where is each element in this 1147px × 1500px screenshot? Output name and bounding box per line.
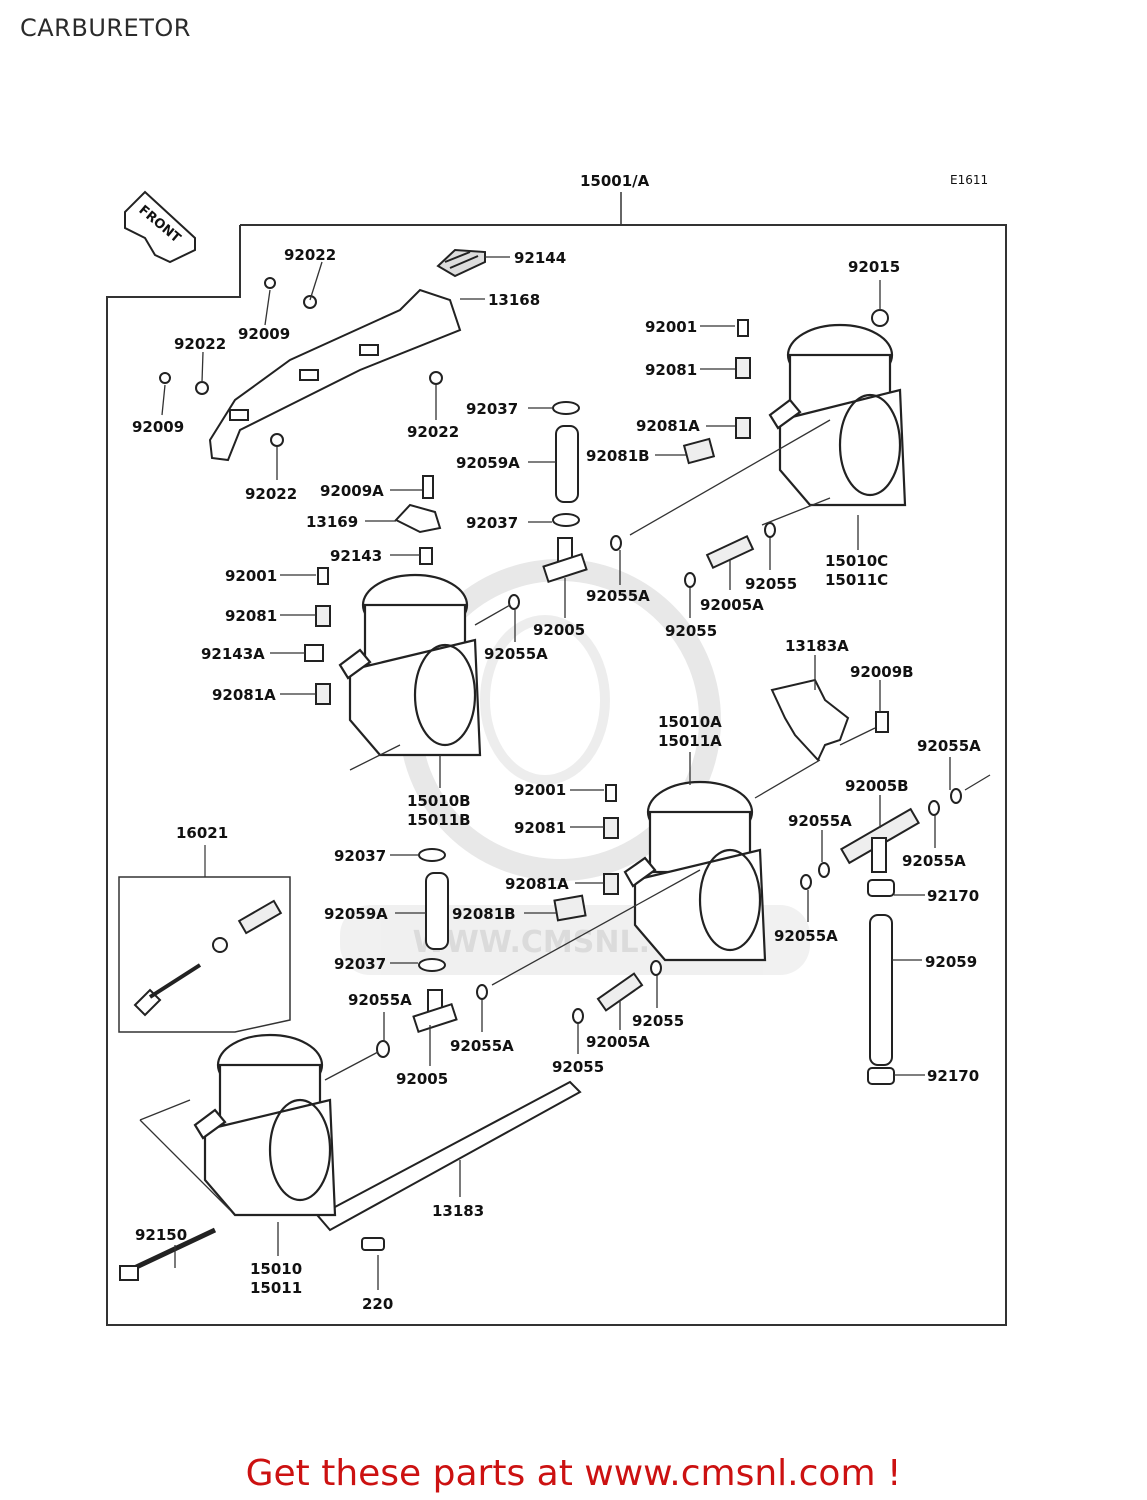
part-label: 92055A xyxy=(484,645,548,663)
part-label: 92055A xyxy=(774,927,838,945)
part-label: 92001 xyxy=(225,567,277,585)
part-label: 15010C xyxy=(825,552,888,570)
part-label: 13183A xyxy=(785,637,849,655)
footer-link-text[interactable]: Get these parts at www.cmsnl.com ! xyxy=(245,1453,902,1494)
bar-13183 xyxy=(316,1080,582,1232)
spring-92144 xyxy=(436,248,486,278)
part-label: 92001 xyxy=(514,781,566,799)
part-label: 92005 xyxy=(533,621,585,639)
t-fitting-92005-lower xyxy=(412,989,458,1034)
part-label: 92055A xyxy=(450,1037,514,1055)
bracket-13168 xyxy=(208,288,462,462)
part-label: 13169 xyxy=(306,513,358,531)
part-drawings xyxy=(119,248,962,1281)
carburetor-15010A xyxy=(623,780,767,962)
part-label: 92081A xyxy=(505,875,569,893)
part-label: 92022 xyxy=(407,423,459,441)
part-label: 92009 xyxy=(238,325,290,343)
part-label: 220 xyxy=(362,1295,393,1313)
part-label: 15010B xyxy=(407,792,471,810)
part-label: 92081A xyxy=(636,417,700,435)
carburetor-15010C xyxy=(768,323,907,507)
part-label: 92170 xyxy=(927,1067,979,1085)
part-label: 92144 xyxy=(514,249,566,267)
page-title: CARBURETOR xyxy=(20,14,191,42)
inset-box-16021 xyxy=(118,876,291,1033)
t-fitting-92005 xyxy=(542,537,588,584)
part-label: 92059A xyxy=(456,454,520,472)
part-label: 92055 xyxy=(745,575,797,593)
part-label: 92055 xyxy=(552,1058,604,1076)
part-label: 92170 xyxy=(927,887,979,905)
part-label: 92005A xyxy=(700,596,764,614)
part-label: 92009A xyxy=(320,482,384,500)
part-label: 92055 xyxy=(632,1012,684,1030)
part-label: 92037 xyxy=(334,847,386,865)
part-label: 92081 xyxy=(645,361,697,379)
part-label: 13183 xyxy=(432,1202,484,1220)
part-label: 15011A xyxy=(658,732,722,750)
part-label: 15011B xyxy=(407,811,471,829)
part-label: 92055A xyxy=(902,852,966,870)
assembly-frame xyxy=(106,224,1007,1326)
part-label: 92081 xyxy=(514,819,566,837)
part-label: 92037 xyxy=(466,400,518,418)
part-label: 92059A xyxy=(324,905,388,923)
part-label: 92037 xyxy=(334,955,386,973)
part-label: 92081B xyxy=(452,905,516,923)
part-label: 15001/A xyxy=(580,172,650,190)
part-label: 92022 xyxy=(174,335,226,353)
part-label: 92055A xyxy=(788,812,852,830)
carburetor-exploded-diagram: WWW.CMSNL.COM FRONT E1611 xyxy=(106,172,1007,1326)
part-label: 92005A xyxy=(586,1033,650,1051)
part-labels: 15001/A 92022 92144 13168 92009 92022 92… xyxy=(132,172,981,1313)
part-label: 92015 xyxy=(848,258,900,276)
part-label: 92009B xyxy=(850,663,914,681)
part-label: 92143 xyxy=(330,547,382,565)
part-label: 92009 xyxy=(132,418,184,436)
part-label: 92055A xyxy=(586,587,650,605)
part-label: 16021 xyxy=(176,824,228,842)
carburetor-15010B xyxy=(338,573,482,757)
part-label: 92022 xyxy=(245,485,297,503)
front-arrow-icon: FRONT xyxy=(124,190,196,264)
part-label: 92005B xyxy=(845,777,909,795)
part-label: 92022 xyxy=(284,246,336,264)
part-label: 92037 xyxy=(466,514,518,532)
part-label: 92005 xyxy=(396,1070,448,1088)
part-label: 13168 xyxy=(488,291,540,309)
part-label: 92150 xyxy=(135,1226,187,1244)
part-label: 92001 xyxy=(645,318,697,336)
part-label: 92081B xyxy=(586,447,650,465)
carburetor-15010 xyxy=(193,1033,337,1217)
part-label: 92059 xyxy=(925,953,977,971)
part-label: 92081A xyxy=(212,686,276,704)
diagram-code: E1611 xyxy=(950,173,988,187)
leader-lines xyxy=(139,256,991,1290)
part-label: 92055 xyxy=(665,622,717,640)
part-label: 92055A xyxy=(348,991,412,1009)
part-label: 92055A xyxy=(917,737,981,755)
part-label: 15011 xyxy=(250,1279,302,1297)
part-label: 92143A xyxy=(201,645,265,663)
part-label: 15010A xyxy=(658,713,722,731)
part-label: 15011C xyxy=(825,571,888,589)
part-label: 92081 xyxy=(225,607,277,625)
part-label: 15010 xyxy=(250,1260,302,1278)
